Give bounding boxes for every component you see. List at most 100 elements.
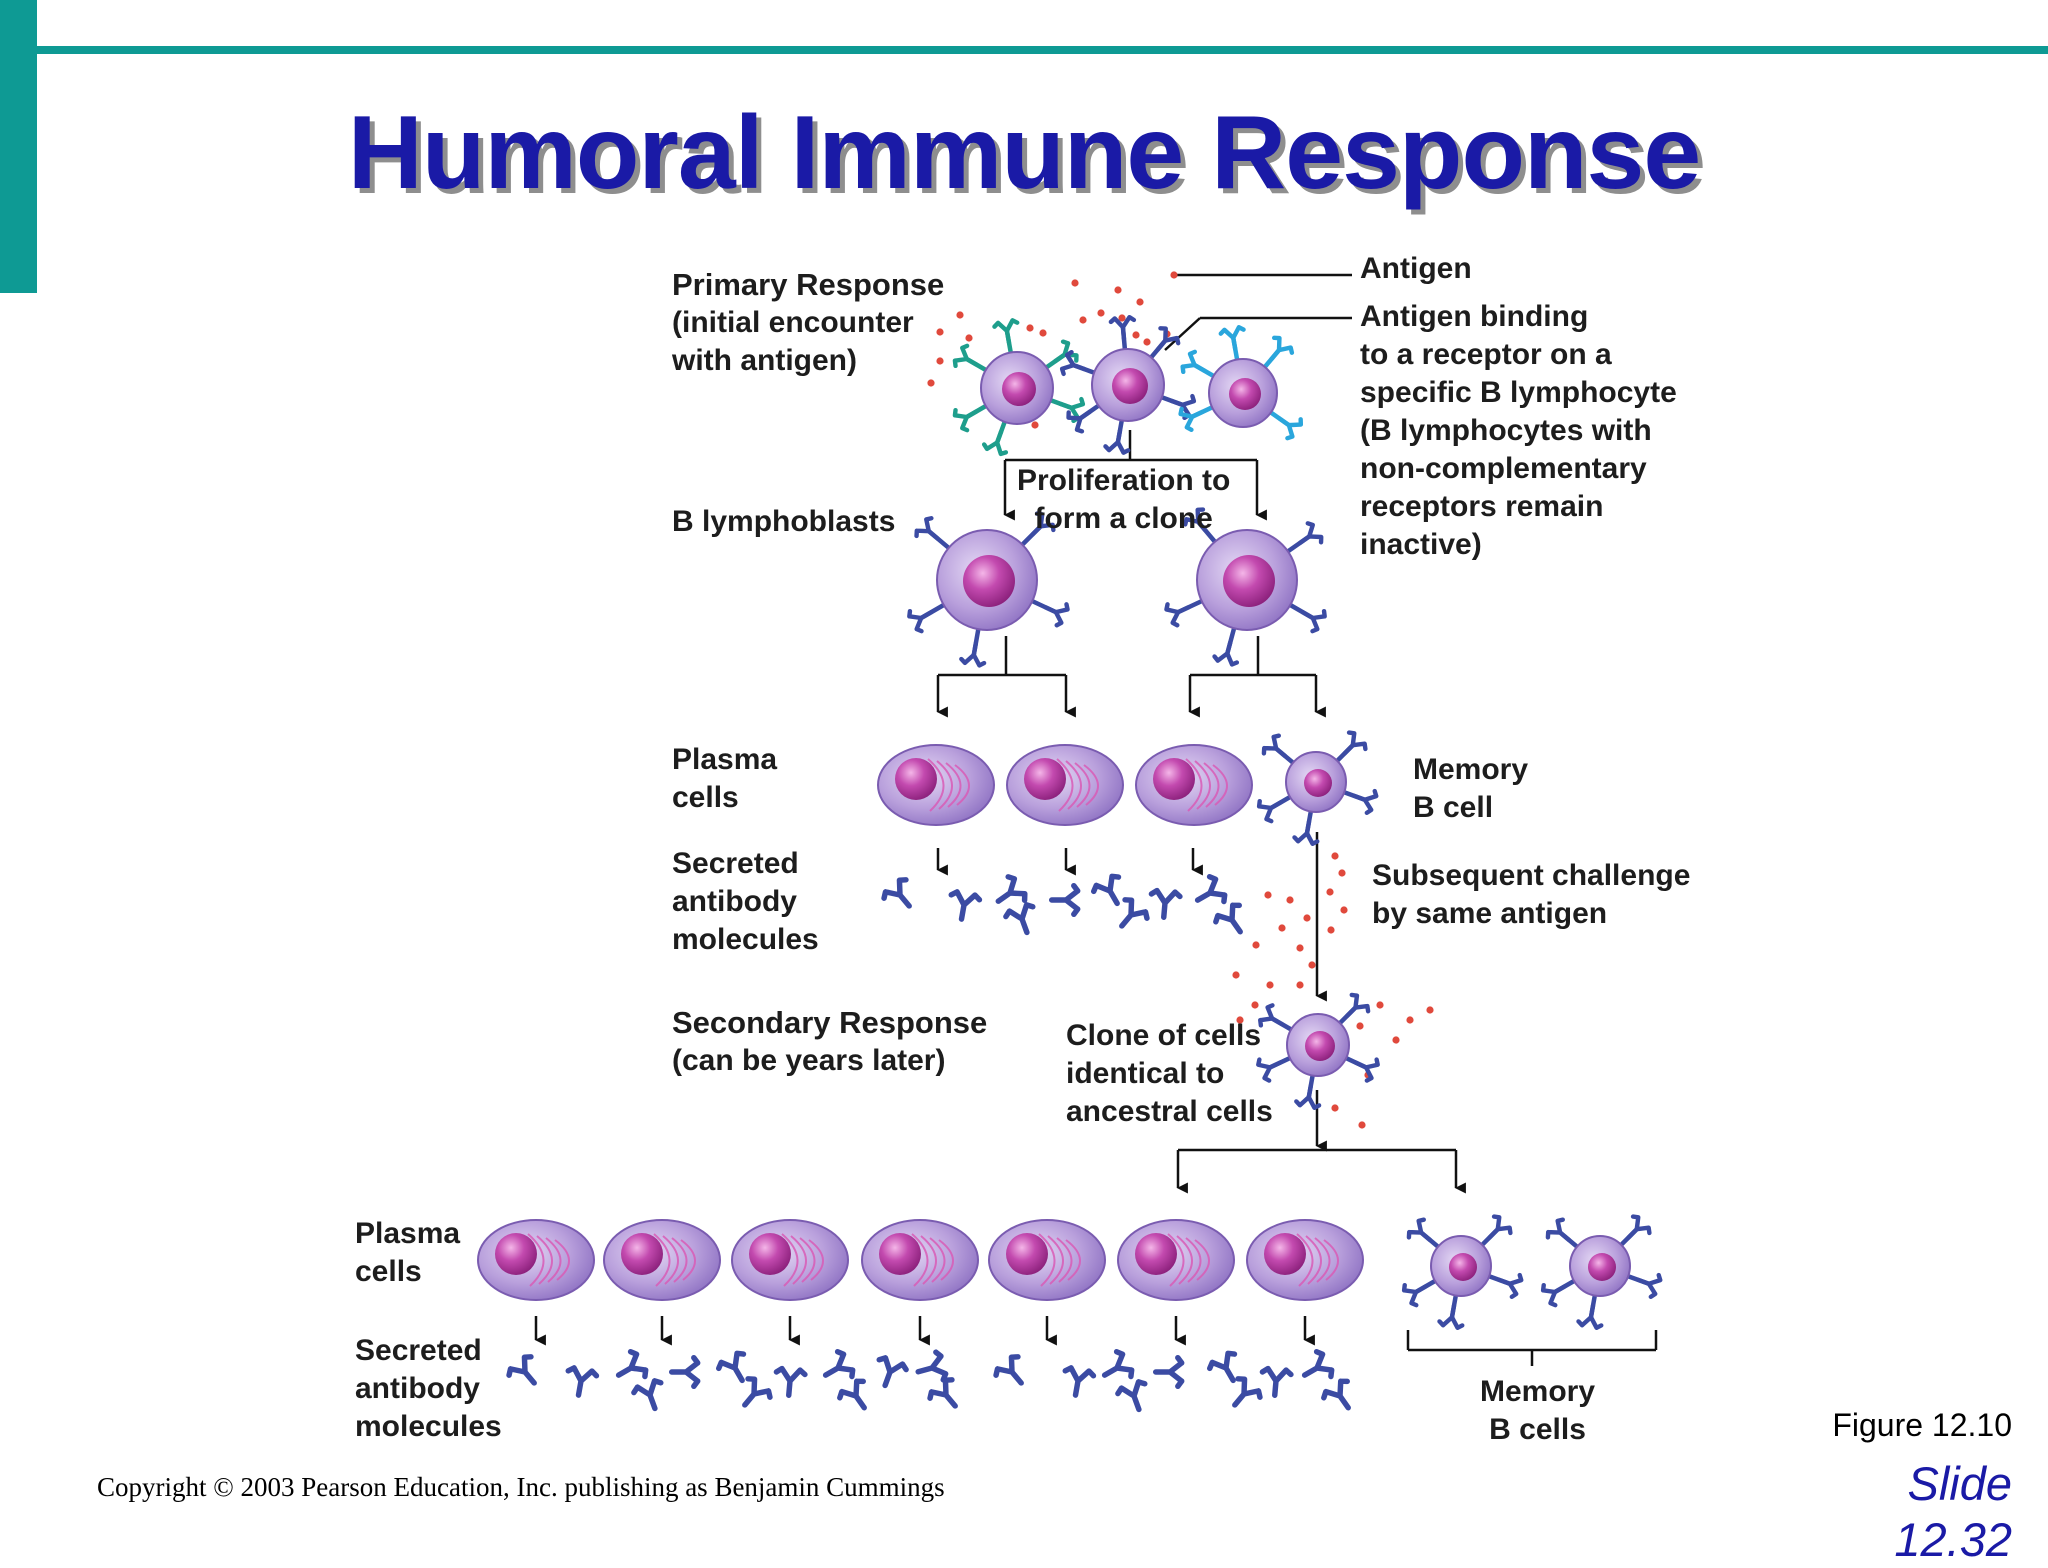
secreted-antibody [993, 1354, 1024, 1386]
antigen [1286, 896, 1294, 904]
receptor [1545, 1217, 1572, 1243]
secreted-antibody [948, 889, 983, 922]
endoplasmic-reticulum [680, 1239, 696, 1281]
endoplasmic-reticulum [536, 1235, 553, 1285]
binding-leader-line [1164, 317, 1201, 351]
receptor [1626, 1214, 1652, 1240]
antigen [1358, 1121, 1366, 1129]
subsequent-challenge-label: Subsequent challenge by same antigen [1372, 859, 1691, 930]
immune-response-diagram [477, 271, 1663, 1413]
antigen [1071, 279, 1079, 287]
antigen [1296, 944, 1304, 952]
secondary-response-subtitle: (can be years later) [672, 1044, 946, 1077]
receptor [1345, 992, 1371, 1018]
antigen [1143, 338, 1151, 346]
receptor [1406, 1217, 1433, 1243]
endoplasmic-reticulum [938, 1239, 954, 1281]
secreted-antibody [715, 1350, 747, 1384]
copyright-notice: Copyright © 2003 Pearson Education, Inc.… [97, 1472, 945, 1502]
secreted-antibody [1259, 1365, 1294, 1398]
primary-response-heading: Primary Response [672, 267, 945, 302]
receptor [952, 343, 979, 369]
connector-lines [534, 273, 1658, 1366]
endoplasmic-reticulum [1167, 1233, 1185, 1287]
endoplasmic-reticulum [936, 760, 953, 810]
nucleus [1305, 1031, 1335, 1061]
receptor [1043, 602, 1070, 628]
receptor [1155, 326, 1181, 352]
plasma-cell [988, 1219, 1106, 1301]
secreted-antibody [1194, 873, 1228, 905]
antigen [1338, 869, 1346, 877]
endoplasmic-reticulum [662, 1235, 679, 1285]
memory-b-cell [1540, 1214, 1663, 1330]
receptor [1066, 409, 1093, 434]
memory-b-cell [1401, 1214, 1524, 1330]
endoplasmic-reticulum [1065, 760, 1082, 810]
endoplasmic-reticulum [1212, 764, 1228, 806]
secreted-antibody [1090, 873, 1122, 907]
antigen [1406, 1016, 1414, 1024]
secreted-antibody [881, 877, 912, 909]
nucleus [1304, 769, 1332, 797]
plasma-cell [1135, 744, 1253, 826]
secreted-antibody [876, 1355, 909, 1389]
b-lymphocyte-inactive-teal [952, 318, 1086, 457]
antigen [1266, 981, 1274, 989]
receptor [1437, 1303, 1465, 1330]
antigen [965, 334, 973, 342]
nucleus [895, 758, 937, 800]
receptor [1277, 416, 1304, 441]
antigen [1232, 971, 1240, 979]
receptor [914, 516, 940, 541]
receptor [1103, 428, 1131, 455]
antigen [1118, 314, 1126, 322]
plasma-cell [1006, 744, 1124, 826]
receptor [1180, 349, 1207, 375]
antigen [1097, 309, 1105, 317]
receptor [1183, 507, 1208, 533]
nucleus [621, 1233, 663, 1275]
endoplasmic-reticulum [1305, 1235, 1322, 1285]
antigen [1170, 271, 1178, 279]
proliferation-label: Proliferation to form a clone [1017, 464, 1231, 535]
endoplasmic-reticulum [1194, 1239, 1210, 1281]
receptor [1540, 1282, 1568, 1308]
endoplasmic-reticulum [808, 1239, 824, 1281]
endoplasmic-reticulum [1038, 1233, 1056, 1287]
antigen [936, 328, 944, 336]
endoplasmic-reticulum [1056, 1237, 1073, 1283]
antigen-label: Antigen [1360, 252, 1472, 285]
clone-cell [1256, 992, 1380, 1110]
endoplasmic-reticulum [1056, 758, 1074, 812]
receptor [907, 608, 934, 634]
antigen [1356, 1022, 1364, 1030]
b-lymphocyte-specific [1059, 314, 1197, 455]
receptor [1164, 602, 1191, 628]
endoplasmic-reticulum [1176, 1235, 1193, 1285]
endoplasmic-reticulum [1185, 758, 1203, 812]
plasma-cell [861, 1219, 979, 1301]
endoplasmic-reticulum [911, 1233, 929, 1287]
nucleus [963, 555, 1015, 607]
antibody-molecules [506, 873, 1351, 1413]
receptor [1169, 393, 1197, 421]
secreted-antibody [915, 1349, 949, 1383]
receptor [1218, 325, 1246, 352]
receptor [1635, 1272, 1663, 1299]
antigen [1426, 1006, 1434, 1014]
antigen [1079, 316, 1087, 324]
endoplasmic-reticulum [781, 1233, 799, 1287]
receptor [1258, 1003, 1285, 1028]
receptor [1256, 798, 1284, 824]
secreted-antibody [1003, 902, 1036, 936]
receptor [1401, 1282, 1429, 1308]
antigen [1296, 981, 1304, 989]
receptor [1292, 819, 1320, 846]
secreted-antibody [1321, 1378, 1351, 1411]
nucleus [1264, 1233, 1306, 1275]
nucleus [1006, 1233, 1048, 1275]
nucleus [1229, 378, 1261, 410]
antigen [1026, 324, 1034, 332]
b-lymphocyte-inactive-cyan [1178, 325, 1304, 441]
